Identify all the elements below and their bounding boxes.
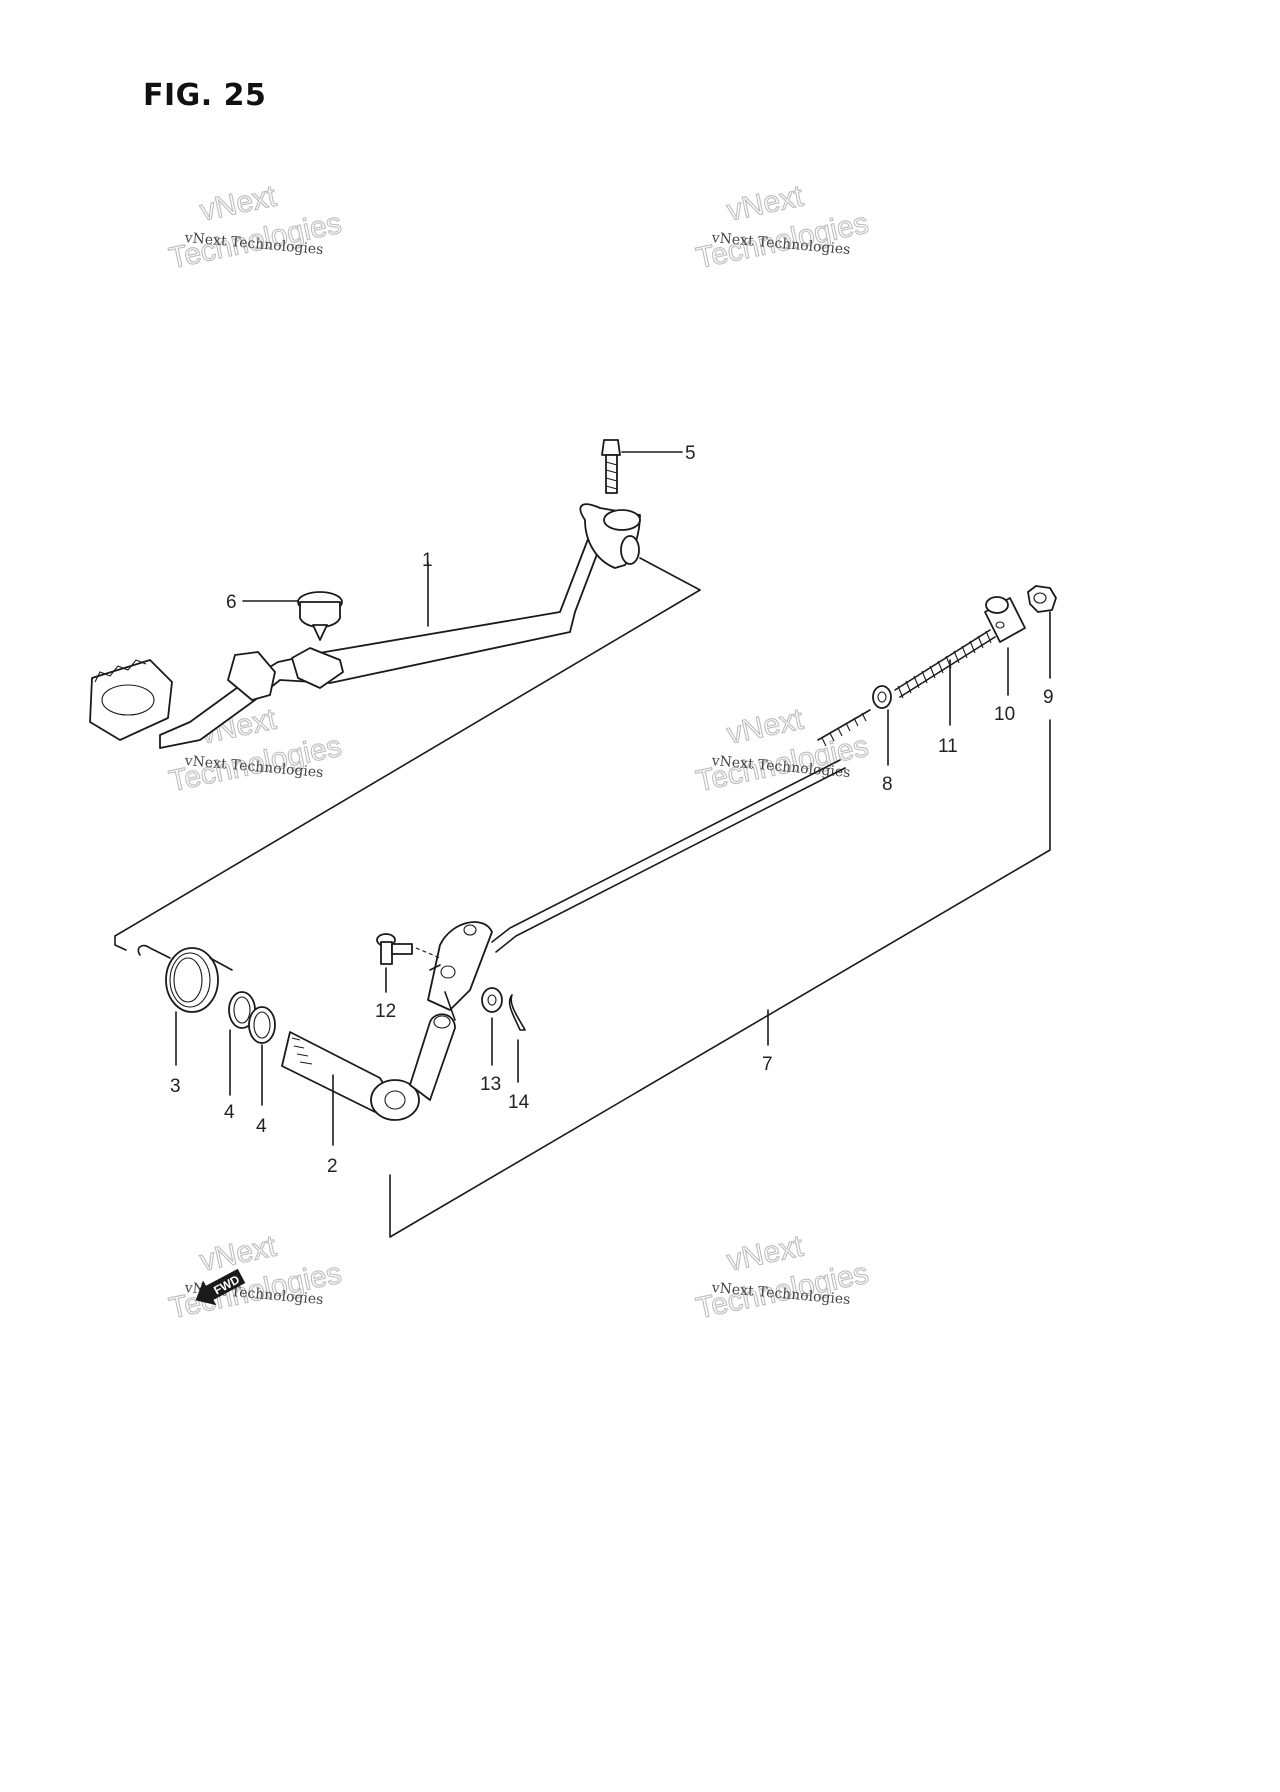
spring-11 [894,629,996,726]
part-label-11: 11 [938,736,958,757]
assembly-bracket-upper-tail [639,557,701,591]
part-label-6: 6 [226,592,237,613]
part-label-14: 14 [508,1092,530,1113]
washer-8 [872,685,892,766]
part-label-2: 2 [327,1156,338,1177]
o-rings-4 [228,991,276,1106]
part-label-13: 13 [480,1074,501,1095]
part-label-1: 1 [422,550,433,571]
figure-title: FIG. 25 [143,78,267,113]
shaft-arm-2 [281,1013,456,1146]
part-label-3: 3 [170,1076,181,1097]
brake-pedal [89,503,641,749]
watermark-4: vNext Technologies vNext Technologies [693,702,872,799]
joint-10 [984,596,1026,696]
part-label-4a: 4 [224,1102,235,1123]
watermark-6: vNext Technologies vNext Technologies [693,1229,872,1326]
watermark-3: vNext Technologies vNext Technologies [166,702,345,799]
stopper-6 [242,591,343,641]
part-label-5: 5 [685,443,696,464]
part-label-10: 10 [994,704,1015,725]
watermark-5: vNext Technologies vNext Technologies [166,1229,345,1326]
part-label-8: 8 [882,774,893,795]
watermark-2: vNext Technologies vNext Technologies [693,179,872,276]
brake-rod-7 [427,709,871,1046]
washer-13 [481,987,503,1066]
assembly-bracket-upper [114,589,701,951]
part-label-7: 7 [762,1054,773,1075]
bolt-5 [601,439,683,494]
cotter-pin-14 [508,994,526,1083]
watermark-1: vNext Technologies vNext Technologies [166,179,345,276]
part-label-9: 9 [1043,687,1054,708]
part-label-4b: 4 [256,1116,267,1137]
nut-9 [1027,585,1057,844]
return-spring-3 [137,944,233,1066]
assembly-bracket-lower [389,842,1051,1238]
part-label-12: 12 [375,1001,396,1022]
joint-pin-12 [376,933,441,993]
